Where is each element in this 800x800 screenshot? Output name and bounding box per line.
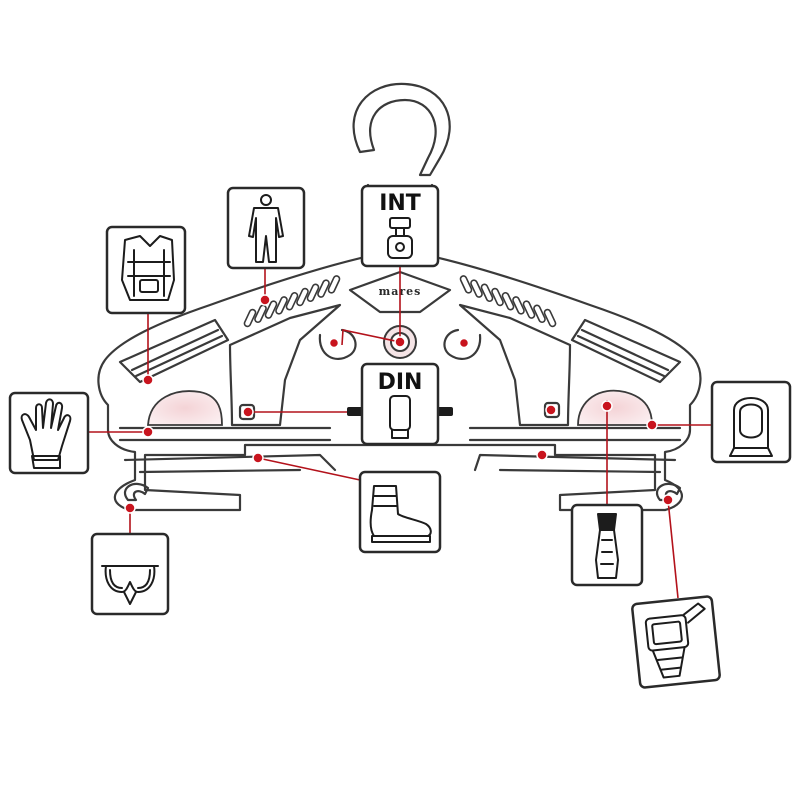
- right-tab: [543, 401, 561, 419]
- dot-hood: [646, 419, 658, 431]
- dot-int-left: [328, 337, 340, 349]
- mask-icon: [101, 565, 159, 605]
- hanger: mares: [97, 82, 702, 512]
- wetsuit-icon: [248, 194, 284, 263]
- hood-icon: [729, 397, 773, 457]
- dive-computer-icon: [644, 602, 706, 679]
- right-slot-row: [459, 275, 557, 328]
- dot-boot-left: [252, 452, 264, 464]
- hanger-slot: [327, 275, 341, 294]
- hanger-slot: [470, 279, 483, 298]
- int-regulator-icon: [387, 217, 413, 259]
- hanger-slot: [512, 296, 525, 315]
- dot-int-right: [458, 337, 470, 349]
- dive-computer-box: [631, 595, 721, 689]
- fins-icon: [595, 513, 619, 579]
- din-regulator-icon: [389, 395, 411, 439]
- din-label: DIN: [378, 370, 423, 395]
- hanger-slot: [243, 308, 257, 328]
- glove-icon: [20, 398, 72, 469]
- dot-din-left: [242, 406, 254, 418]
- hanger-slot: [543, 308, 557, 328]
- connector-int: [341, 250, 401, 346]
- hanger-slot: [275, 296, 288, 315]
- center-shield: [348, 270, 452, 314]
- fins-box: [570, 503, 644, 587]
- dot-int: [394, 336, 406, 348]
- left-loop: [318, 328, 357, 361]
- left-slot-row: [243, 275, 341, 328]
- hood-box: [710, 380, 792, 464]
- dot-bcd: [142, 374, 154, 386]
- right-shoulder-pad: [577, 389, 653, 426]
- dot-computer: [662, 494, 674, 506]
- left-inner-panel: [228, 303, 342, 427]
- hanger-slot: [533, 304, 546, 324]
- int-box: INT: [360, 184, 440, 268]
- right-loop: [443, 328, 482, 361]
- hanger-slot: [480, 283, 494, 303]
- bcd-vest-icon: [121, 235, 175, 301]
- hanger-hook: [352, 82, 451, 177]
- left-grip: [118, 318, 230, 384]
- connector-boot: [257, 457, 361, 481]
- dot-wetsuit: [259, 294, 271, 306]
- hanger-slot: [491, 287, 504, 307]
- left-mask-hook: [123, 482, 150, 502]
- rail-lowest: [138, 468, 662, 474]
- dot-din-right: [545, 404, 557, 416]
- hanger-slot: [306, 283, 320, 303]
- rail-lower: [123, 453, 677, 472]
- hanger-slot: [501, 291, 515, 311]
- din-box: DIN: [360, 362, 440, 446]
- hanger-slot: [459, 275, 473, 294]
- right-inner-panel: [458, 303, 572, 427]
- right-grip: [570, 318, 682, 384]
- bcd-box: [105, 225, 187, 315]
- int-label: INT: [379, 191, 421, 216]
- hanger-slot: [317, 279, 330, 298]
- wetsuit-box: [226, 186, 306, 270]
- dot-mask: [124, 502, 136, 514]
- hanger-slot: [285, 291, 299, 311]
- connector-computer: [667, 499, 679, 599]
- dot-glove: [142, 426, 154, 438]
- hanger-slot: [522, 300, 536, 319]
- mask-box: [90, 532, 170, 616]
- hanger-slot: [264, 300, 278, 319]
- connectors: [88, 250, 712, 599]
- boot-box: [358, 470, 442, 554]
- dot-boot-right: [536, 449, 548, 461]
- glove-box: [8, 391, 90, 475]
- boot-icon: [369, 485, 432, 543]
- dot-fins: [601, 400, 613, 412]
- hanger-slot: [296, 287, 309, 307]
- left-shoulder-pad: [147, 390, 223, 426]
